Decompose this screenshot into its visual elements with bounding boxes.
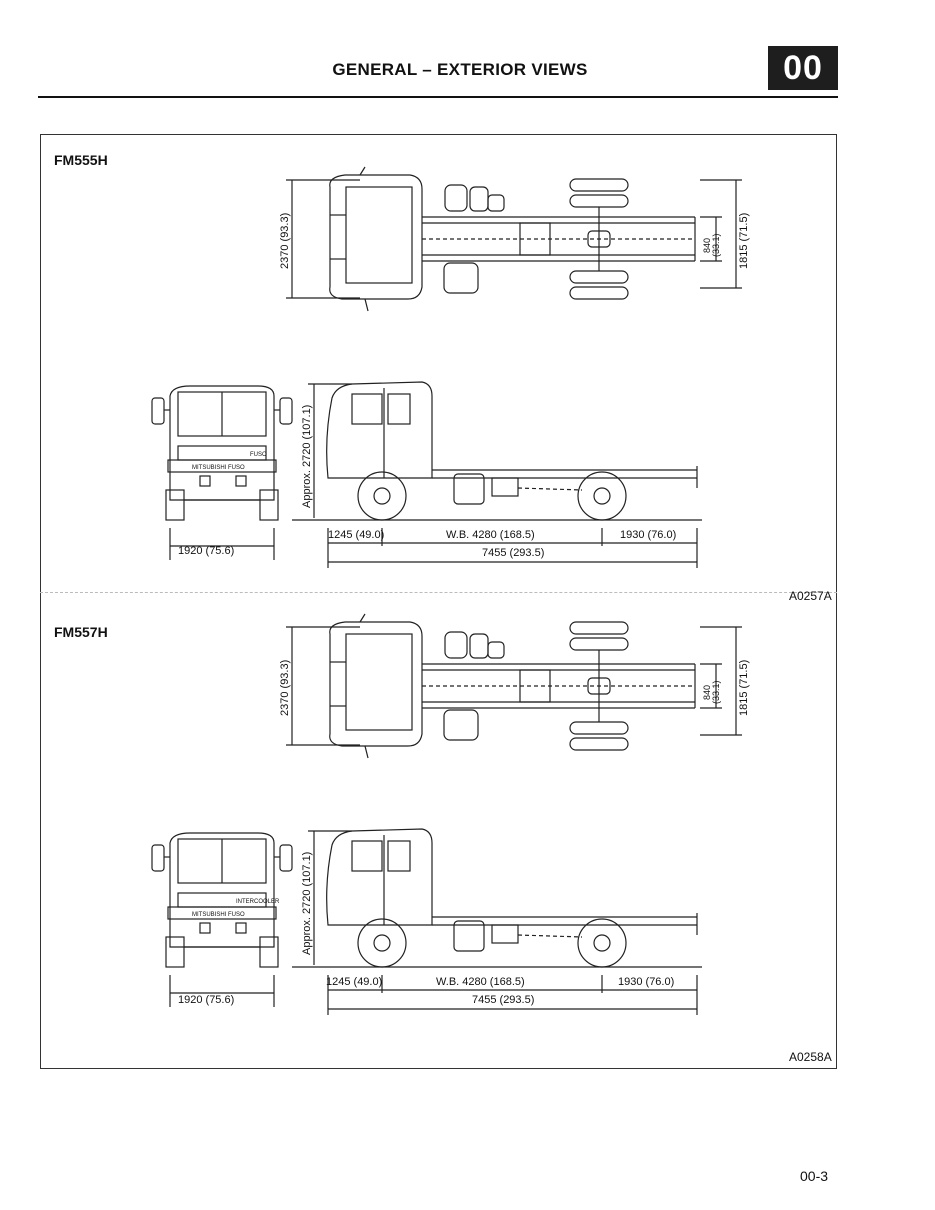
grille-brand-text: MITSUBISHI FUSO: [192, 912, 245, 918]
dim-overall-width: 2370 (93.3): [279, 213, 291, 269]
top-view-drawing: 2370 (93.3) 840 (33.1) 1815 (71.5): [279, 613, 750, 759]
dim-rear-width: 1815 (71.5): [738, 213, 750, 269]
figure-id-a0257a: A0257A: [789, 589, 832, 603]
header-rule: [38, 96, 838, 98]
figure-divider: [40, 592, 837, 593]
section-code-badge: 00: [768, 46, 838, 90]
dim-wheelbase: W.B. 4280 (168.5): [446, 529, 535, 541]
top-view-drawing: 2370 (93.3) 840 (33.1) 1815 (71.5): [279, 166, 750, 312]
dim-frame-width-a: 840: [702, 685, 712, 700]
dim-front-overhang: 1245 (49.0): [328, 529, 385, 541]
dim-overall-width: 2370 (93.3): [279, 660, 291, 716]
dim-wheelbase: W.B. 4280 (168.5): [436, 976, 525, 988]
dim-frame-width-a: 840: [702, 238, 712, 253]
dim-cab-height: Approx. 2720 (107.1): [301, 852, 313, 955]
dim-overall-length: 7455 (293.5): [482, 547, 545, 559]
dim-overall-length: 7455 (293.5): [472, 994, 535, 1006]
dim-rear-overhang: 1930 (76.0): [618, 976, 675, 988]
dim-rear-overhang: 1930 (76.0): [620, 529, 677, 541]
figure-id-a0258a: A0258A: [789, 1050, 832, 1064]
dim-front-overhang: 1245 (49.0): [326, 976, 383, 988]
grille-brand-text: MITSUBISHI FUSO: [192, 465, 245, 471]
page-title: GENERAL – EXTERIOR VIEWS: [332, 60, 588, 79]
model-label-fm555h: FM555H: [54, 152, 108, 168]
front-view-drawing: FUSO MITSUBISHI FUSO: [151, 385, 293, 560]
front-badge-text: INTERCOOLER: [236, 899, 280, 905]
model-label-fm557h: FM557H: [54, 624, 108, 640]
front-badge-text: FUSO: [250, 452, 267, 458]
figure-frame: [40, 134, 837, 1069]
dim-rear-width: 1815 (71.5): [738, 660, 750, 716]
dim-front-track: 1920 (75.6): [178, 545, 235, 557]
front-view-drawing: INTERCOOLER MITSUBISHI FUSO: [151, 832, 293, 1007]
dim-frame-width-b: (33.1): [711, 680, 721, 704]
page-number: 00-3: [800, 1168, 829, 1184]
side-view-drawing: Approx. 2720 (107.1): [292, 381, 702, 568]
side-view-drawing: Approx. 2720 (107.1): [292, 828, 702, 1015]
dim-front-track: 1920 (75.6): [178, 994, 235, 1006]
dim-frame-width-b: (33.1): [711, 233, 721, 257]
dim-cab-height: Approx. 2720 (107.1): [301, 405, 313, 508]
